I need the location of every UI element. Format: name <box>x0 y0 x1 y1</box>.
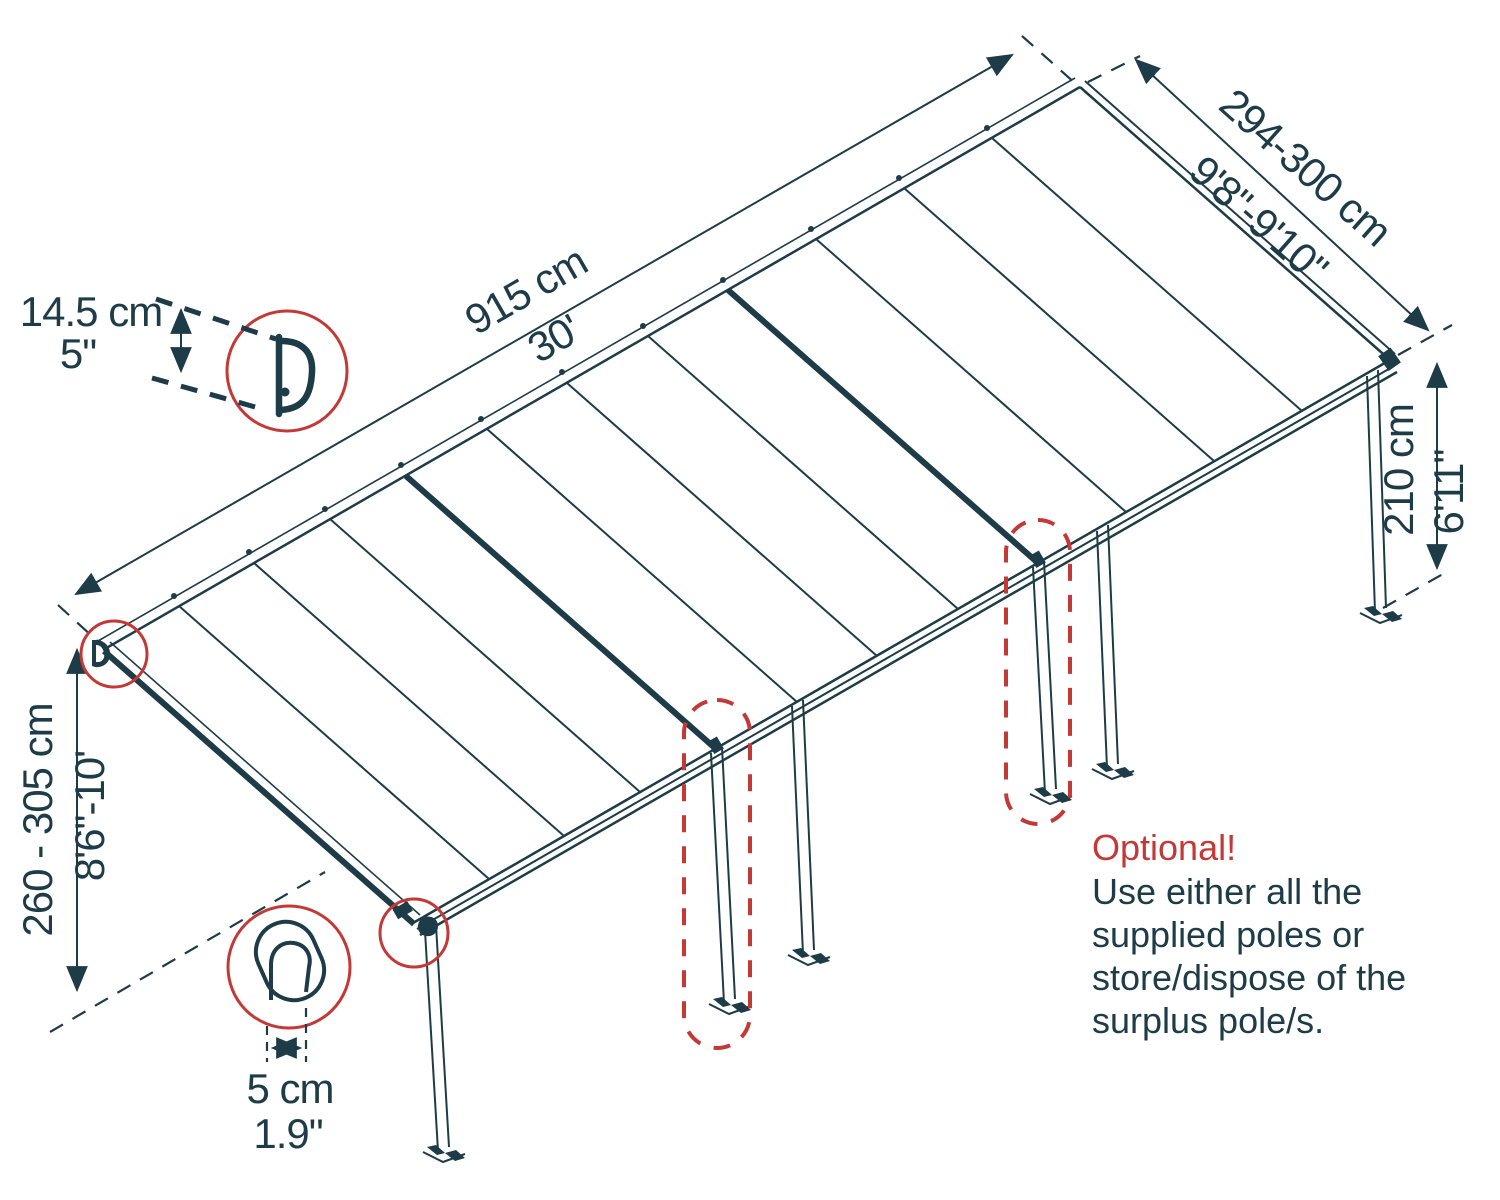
pole-base <box>708 997 752 1016</box>
gutter-beam <box>412 347 1401 937</box>
extension-corner-front-right <box>1397 324 1453 356</box>
callout-pointer-bottom <box>151 375 267 413</box>
pole-profile-drawing <box>253 919 327 1003</box>
pole-base <box>1359 606 1403 625</box>
callout-circle <box>226 904 352 1030</box>
optional-pole-marker-2 <box>1004 518 1072 826</box>
pole-front-left <box>422 924 466 1164</box>
location-circle <box>79 619 149 689</box>
extension-corner-apex-long <box>1087 55 1141 83</box>
extension-corner-wall-left <box>57 604 106 649</box>
panel-divider <box>486 428 798 703</box>
label-gutter-metric: 14.5 cm <box>20 288 162 335</box>
gutter-profile-drawing <box>275 333 316 418</box>
optional-note-line: store/dispose of the <box>1092 957 1406 998</box>
panel-divider <box>647 335 959 610</box>
pole-base <box>787 948 831 967</box>
optional-note-line: Use either all the <box>1092 871 1362 912</box>
extension-corner-apex-short <box>1021 35 1077 85</box>
panel-divider <box>178 605 490 880</box>
pole-front-right <box>1359 369 1403 625</box>
panel-joint-divider <box>726 287 1040 566</box>
label-gutter-imperial: 5" <box>60 330 96 377</box>
label-pole-metric: 5 cm <box>246 1065 333 1112</box>
pole-base <box>1029 787 1073 806</box>
label-pole-imperial: 1.9" <box>253 1110 322 1157</box>
roof-structure <box>92 77 1401 937</box>
dimension-length: 915 cm 30' <box>74 53 1014 596</box>
location-circle <box>378 897 450 969</box>
gutter-joint-bracket <box>707 736 724 755</box>
detail-callout-gutter-profile: 14.5 cm 5" <box>20 288 349 689</box>
panel-divider <box>991 137 1303 412</box>
optional-note: Optional! Use either all the supplied po… <box>1092 827 1406 1041</box>
pole-base <box>422 1145 466 1164</box>
pole-base <box>1091 762 1135 781</box>
optional-note-title: Optional! <box>1092 827 1236 868</box>
panel-divider <box>329 518 641 793</box>
label-post-height-imperial: 6'11" <box>1425 449 1472 534</box>
callout-circle <box>225 309 349 433</box>
optional-note-line: supplied poles or <box>1092 914 1364 955</box>
panel-joint-divider <box>404 473 718 752</box>
pole-mid-2 <box>1091 524 1135 781</box>
panel-divider <box>253 562 565 837</box>
panel-divider <box>903 187 1215 462</box>
ground-line-left <box>49 871 326 1033</box>
gutter-end-cap <box>1378 347 1401 371</box>
dimension-width: 294-300 cm 9'8"-9'10" <box>1134 58 1430 332</box>
gutter-end-profile-cap <box>92 640 111 668</box>
callout-pointer-top <box>155 296 277 342</box>
wall-edge-beam <box>97 77 1081 652</box>
pole-optional-1 <box>708 746 752 1016</box>
left-rafter-beam <box>102 641 421 927</box>
pole-mid-1 <box>787 699 831 967</box>
ground-line-right <box>1382 569 1451 609</box>
gutter-joint-bracket <box>1029 550 1046 569</box>
detail-callout-pole-profile: 5 cm 1.9" <box>226 897 450 1157</box>
label-post-height-metric: 210 cm <box>1375 404 1422 536</box>
label-wall-height-imperial: 8'6"-10' <box>66 751 113 881</box>
support-poles <box>422 369 1403 1164</box>
optional-pole-marker-1 <box>682 698 752 1050</box>
panel-divider <box>815 238 1127 513</box>
panel-divider <box>566 382 878 657</box>
front-left-corner-bracket <box>392 901 438 937</box>
dimension-wall-height: 260 - 305 cm 8'6"-10' <box>14 647 113 993</box>
optional-note-line: surplus pole/s. <box>1092 1000 1324 1041</box>
dimension-post-height: 210 cm 6'11" <box>1375 361 1472 571</box>
pole-optional-2 <box>1029 560 1073 806</box>
construction-lines <box>49 35 1453 1033</box>
label-wall-height-metric: 260 - 305 cm <box>14 703 61 936</box>
